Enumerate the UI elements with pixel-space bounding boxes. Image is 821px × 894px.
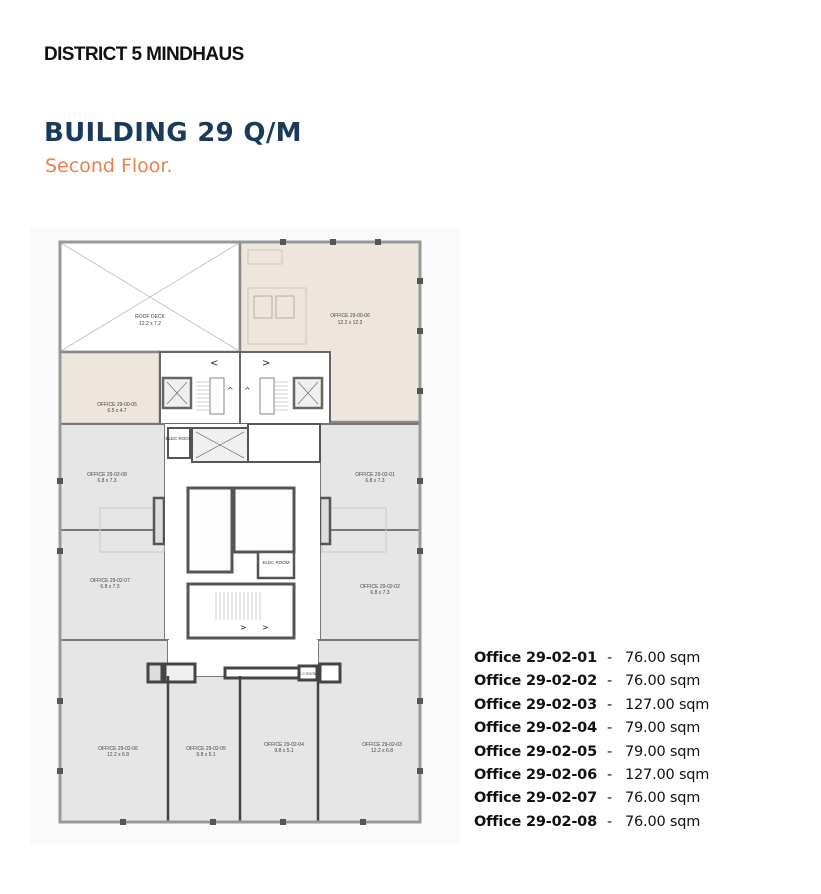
office-row: Office 29-02-06-127.00 sqm bbox=[474, 764, 709, 787]
office-area-list: Office 29-02-01-76.00 sqm Office 29-02-0… bbox=[474, 647, 709, 834]
office-area: 76.00 sqm bbox=[625, 790, 701, 807]
separator: - bbox=[607, 696, 613, 713]
office-row: Office 29-02-07-76.00 sqm bbox=[474, 787, 709, 810]
office-area: 127.00 sqm bbox=[625, 766, 710, 783]
columns bbox=[57, 239, 423, 825]
office-29-02-06-dims: 12.2 x 6.8 bbox=[107, 752, 129, 758]
svg-text:>: > bbox=[262, 623, 269, 632]
office-area: 79.00 sqm bbox=[625, 720, 701, 737]
office-name: Office 29-02-04 bbox=[474, 720, 597, 737]
office-area: 76.00 sqm bbox=[625, 650, 701, 666]
separator: - bbox=[607, 720, 613, 737]
office-29-02-03-label: OFFICE 29-02-03 bbox=[362, 742, 402, 748]
office-29-02-01-area[interactable]: OFFICE 29-02-01 6.8 x 7.3 bbox=[319, 423, 421, 531]
svg-text:^: ^ bbox=[244, 386, 251, 395]
office-row: Office 29-02-04-79.00 sqm bbox=[474, 717, 709, 740]
office-29-02-01-label: OFFICE 29-02-01 bbox=[355, 472, 395, 478]
office-area: 127.00 sqm bbox=[625, 696, 710, 713]
office-29-02-07-dims: 6.8 x 7.3 bbox=[100, 584, 119, 590]
office-name: Office 29-02-07 bbox=[474, 790, 597, 807]
office-name: Office 29-02-06 bbox=[474, 766, 597, 783]
office-29-02-06-label: OFFICE 29-02-06 bbox=[98, 746, 138, 752]
office-29-00-06-dims: 12.2 x 12.2 bbox=[338, 320, 363, 326]
elec-room-2-label: ELEC ROOM bbox=[262, 560, 289, 565]
office-name: Office 29-02-03 bbox=[474, 696, 597, 713]
riser-right bbox=[318, 496, 332, 546]
svg-text:^: ^ bbox=[227, 386, 234, 395]
riser-left bbox=[152, 496, 166, 546]
svg-text:<: < bbox=[210, 358, 218, 369]
office-29-02-05-label: OFFICE 29-02-05 bbox=[186, 746, 226, 752]
office-29-02-04-dims: 9.8 x 5.1 bbox=[274, 748, 293, 754]
office-name: Office 29-02-02 bbox=[474, 673, 597, 690]
office-29-02-05-dims: 9.8 x 5.1 bbox=[196, 752, 215, 758]
office-row: Office 29-02-02-76.00 sqm bbox=[474, 670, 709, 693]
office-area: 79.00 sqm bbox=[625, 743, 701, 760]
office-29-00-05-area[interactable]: OFFICE 29-00-05 6.5 x 4.7 bbox=[58, 350, 162, 426]
office-29-02-05-area[interactable]: OFFICE 29-02-05 9.8 x 5.1 bbox=[167, 675, 241, 823]
office-29-00-05-label: OFFICE 29-00-05 bbox=[97, 402, 137, 408]
core-center: ELEC ROOM ELEC ROOM > > bbox=[165, 423, 321, 640]
office-29-02-03-dims: 12.2 x 6.8 bbox=[371, 748, 393, 754]
office-29-00-06-label: OFFICE 29-00-06 bbox=[330, 313, 370, 319]
office-name: Office 29-02-05 bbox=[474, 743, 597, 760]
office-row: Office 29-02-05-79.00 sqm bbox=[474, 741, 709, 764]
office-29-02-08-dims: 6.8 x 7.3 bbox=[97, 478, 116, 484]
office-29-02-08-label: OFFICE 29-02-08 bbox=[87, 472, 127, 478]
separator: - bbox=[607, 813, 613, 830]
office-area: 76.00 sqm bbox=[625, 673, 701, 690]
office-29-02-04-label: OFFICE 29-02-04 bbox=[264, 742, 304, 748]
elec-room-label: ELEC ROOM bbox=[165, 436, 192, 441]
riser-bottom-left bbox=[146, 662, 164, 684]
office-29-00-05-dims: 6.5 x 4.7 bbox=[107, 408, 126, 414]
office-29-02-01-dims: 6.8 x 7.3 bbox=[365, 478, 384, 484]
roof-deck: ROOF DECK 12.2 x 7.2 bbox=[58, 240, 242, 354]
svg-text:>: > bbox=[240, 623, 247, 632]
office-row: Office 29-02-03-127.00 sqm bbox=[474, 694, 709, 717]
roof-deck-dims: 12.2 x 7.2 bbox=[139, 321, 161, 327]
office-29-02-08-area[interactable]: OFFICE 29-02-08 6.8 x 7.3 bbox=[59, 423, 166, 531]
ec-room-label: E.C ROOM bbox=[299, 672, 317, 676]
lift-bottom bbox=[163, 662, 197, 684]
office-area: 76.00 sqm bbox=[625, 813, 701, 830]
office-row: Office 29-02-08-76.00 sqm bbox=[474, 811, 709, 834]
separator: - bbox=[607, 650, 613, 666]
roof-deck-label: ROOF DECK bbox=[135, 314, 165, 320]
office-29-02-02-dims: 6.8 x 7.3 bbox=[370, 590, 389, 596]
separator: - bbox=[607, 743, 613, 760]
office-29-02-02-label: OFFICE 29-02-02 bbox=[360, 584, 400, 590]
building-title: BUILDING 29 Q/M bbox=[44, 118, 302, 148]
office-29-02-07-area[interactable]: OFFICE 29-02-07 6.8 x 7.3 bbox=[59, 529, 166, 641]
office-row: Office 29-02-01-76.00 sqm bbox=[474, 647, 709, 670]
office-29-02-02-area[interactable]: OFFICE 29-02-02 6.8 x 7.3 bbox=[319, 529, 421, 641]
building-perimeter bbox=[58, 240, 422, 824]
office-name: Office 29-02-01 bbox=[474, 650, 597, 666]
office-29-02-07-label: OFFICE 29-02-07 bbox=[90, 578, 130, 584]
svg-text:>: > bbox=[262, 358, 270, 369]
floor-subtitle: Second Floor. bbox=[45, 155, 173, 177]
separator: - bbox=[607, 673, 613, 690]
office-29-02-04-area[interactable]: OFFICE 29-02-04 9.8 x 5.1 bbox=[239, 675, 319, 823]
core-top: < > ^ ^ bbox=[159, 351, 331, 425]
floor-plan: ROOF DECK 12.2 x 7.2 OFFICE 29-00-06 12.… bbox=[30, 228, 460, 844]
brand-title: DISTRICT 5 MINDHAUS bbox=[44, 44, 244, 65]
ec-room bbox=[297, 664, 319, 682]
office-name: Office 29-02-08 bbox=[474, 813, 597, 830]
riser-bottom-right bbox=[318, 662, 342, 684]
separator: - bbox=[607, 766, 613, 783]
separator: - bbox=[607, 790, 613, 807]
